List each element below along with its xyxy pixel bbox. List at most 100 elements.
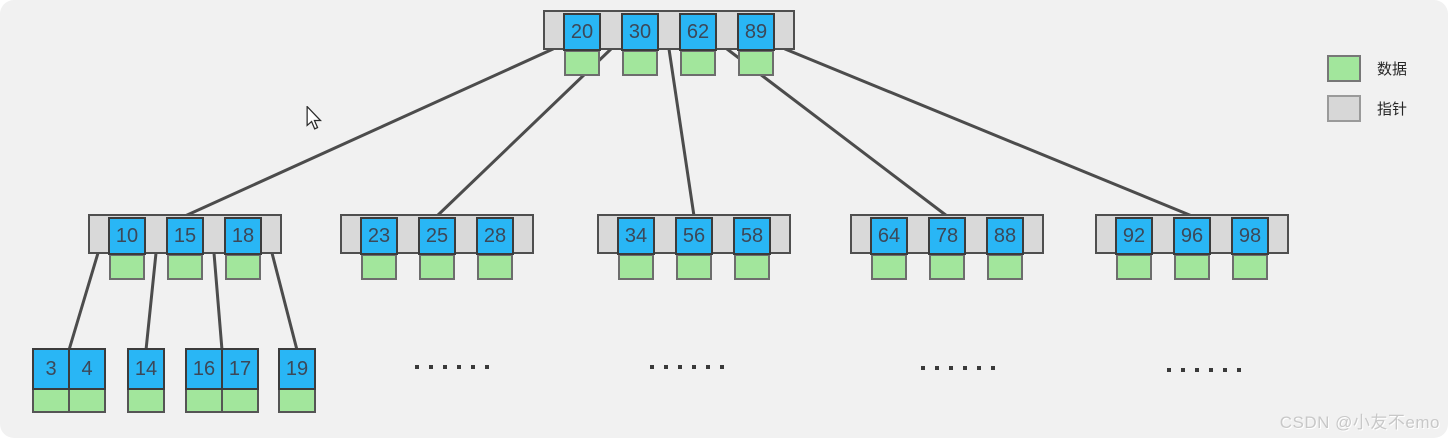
- key-cell: 62: [679, 13, 717, 51]
- key-cell: 20: [563, 13, 601, 51]
- pointer-edge: [183, 47, 555, 218]
- ellipsis-dot: [471, 365, 475, 369]
- ellipsis-dot: [991, 366, 995, 370]
- key-cell: 98: [1231, 217, 1269, 255]
- data-cell: [618, 254, 654, 280]
- ellipsis-dot: [1223, 368, 1227, 372]
- key-cell: 3: [32, 348, 70, 390]
- pointer-edge: [270, 251, 299, 352]
- ellipsis-dot: [706, 365, 710, 369]
- mouse-cursor-icon: [306, 106, 322, 130]
- data-cell: [680, 50, 716, 76]
- pointer-edge: [725, 47, 949, 218]
- internal-node: 92 96 98: [1095, 214, 1289, 280]
- data-cell: [929, 254, 965, 280]
- legend-label-data: 数据: [1377, 61, 1408, 78]
- pointer-edge: [435, 47, 613, 218]
- data-cell: [738, 50, 774, 76]
- pointer-edge: [67, 251, 100, 352]
- key-cell: 23: [360, 217, 398, 255]
- data-cell: [564, 50, 600, 76]
- key-cell: 64: [870, 217, 908, 255]
- ellipsis-dot: [443, 365, 447, 369]
- legend: 数据 指针: [1327, 55, 1407, 135]
- ellipsis-dot: [664, 365, 668, 369]
- ellipsis-dot: [720, 365, 724, 369]
- data-cell: [68, 388, 106, 413]
- data-cell: [419, 254, 455, 280]
- ellipsis-dot: [1181, 368, 1185, 372]
- legend-row-data: 数据: [1327, 55, 1407, 82]
- ellipsis-dots: [921, 366, 995, 370]
- ellipsis-dot: [692, 365, 696, 369]
- key-cell: 17: [221, 348, 259, 390]
- pointer-edge: [212, 251, 224, 352]
- ellipsis-dot: [935, 366, 939, 370]
- internal-node: 20 30 62 89: [543, 10, 795, 76]
- ellipsis-dots: [1167, 368, 1241, 372]
- ellipsis-dot: [1195, 368, 1199, 372]
- ellipsis-dots: [650, 365, 724, 369]
- key-cell: 19: [278, 348, 316, 390]
- ellipsis-dot: [1209, 368, 1213, 372]
- data-cell: [32, 388, 70, 413]
- data-cell: [221, 388, 259, 413]
- key-cell: 92: [1115, 217, 1153, 255]
- data-cell: [167, 254, 203, 280]
- ellipsis-dot: [678, 365, 682, 369]
- csdn-watermark: CSDN @小友不emo: [1279, 413, 1440, 432]
- key-cell: 14: [127, 348, 165, 390]
- key-cell: 58: [733, 217, 771, 255]
- key-cell: 25: [418, 217, 456, 255]
- data-cell: [1174, 254, 1210, 280]
- data-cell: [109, 254, 145, 280]
- data-cell: [987, 254, 1023, 280]
- ellipsis-dot: [415, 365, 419, 369]
- key-cell: 96: [1173, 217, 1211, 255]
- ellipsis-dot: [921, 366, 925, 370]
- data-cell: [361, 254, 397, 280]
- key-cell: 16: [185, 348, 223, 390]
- ellipsis-dot: [1237, 368, 1241, 372]
- ellipsis-dot: [977, 366, 981, 370]
- key-cell: 30: [621, 13, 659, 51]
- key-cell: 88: [986, 217, 1024, 255]
- key-cell: 78: [928, 217, 966, 255]
- ellipsis-dot: [429, 365, 433, 369]
- ellipsis-dots: [415, 365, 489, 369]
- legend-label-pointer: 指针: [1377, 101, 1408, 118]
- ellipsis-dot: [963, 366, 967, 370]
- data-cell: [1116, 254, 1152, 280]
- ellipsis-dot: [650, 365, 654, 369]
- key-cell: 18: [224, 217, 262, 255]
- internal-node: 64 78 88: [850, 214, 1044, 280]
- key-cell: 4: [68, 348, 106, 390]
- pointer-edge: [144, 251, 158, 352]
- key-cell: 89: [737, 13, 775, 51]
- data-cell: [278, 388, 316, 413]
- pointer-edge: [783, 47, 1194, 218]
- data-color-swatch: [1327, 55, 1361, 82]
- key-cell: 10: [108, 217, 146, 255]
- ellipsis-dot: [485, 365, 489, 369]
- leaf-node: 19: [278, 348, 316, 415]
- ellipsis-dot: [1167, 368, 1171, 372]
- data-cell: [127, 388, 165, 413]
- data-cell: [734, 254, 770, 280]
- pointer-edge: [667, 47, 696, 218]
- legend-row-pointer: 指针: [1327, 95, 1407, 122]
- data-cell: [1232, 254, 1268, 280]
- pointer-color-swatch: [1327, 95, 1361, 122]
- data-cell: [185, 388, 223, 413]
- ellipsis-dot: [457, 365, 461, 369]
- key-cell: 34: [617, 217, 655, 255]
- data-cell: [225, 254, 261, 280]
- data-cell: [622, 50, 658, 76]
